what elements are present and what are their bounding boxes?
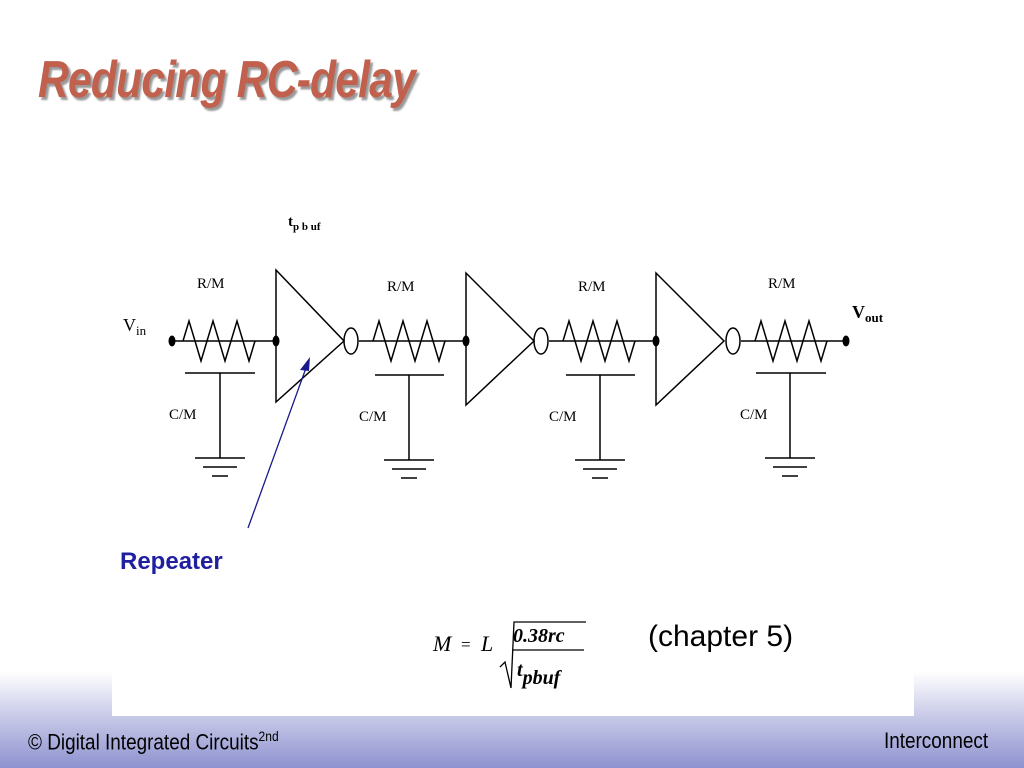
repeater-buffer-1 [275,268,359,404]
node-dots [168,335,850,347]
repeater-label: Repeater [120,548,223,575]
capacitor-ground-2 [375,374,444,479]
formula-numerator: 0.38rc [513,625,565,647]
repeater-arrow [247,357,310,529]
formula-equals: = [461,635,471,654]
resistor-3 [562,318,636,364]
capacitor-ground-4 [756,372,826,477]
repeater-buffer-3 [655,271,741,407]
chapter-note: (chapter 5) [648,620,794,653]
footer-left-sup: 2nd [258,728,279,744]
capacitor-label-2: C/M [359,409,387,425]
slide-title: Reducing RC-delay [38,51,416,109]
formula-denominator: tpbuf [517,659,563,689]
footer-left: © Digital Integrated Circuits2nd [28,728,279,755]
formula-l: L [480,631,493,656]
capacitor-label-1: C/M [169,407,197,423]
repeater-buffer-2 [465,271,549,407]
capacitor-ground-1 [185,372,255,477]
capacitor-label-4: C/M [740,407,768,423]
vin-label: Vin [123,315,147,338]
resistor-label-3: R/M [578,279,606,295]
resistor-1 [182,318,256,364]
vout-label: Vout [852,302,884,325]
footer-right: Interconnect [883,728,988,753]
formula: M = L 0.38rc tpbuf [432,621,586,689]
tpbuf-label: tp b uf [288,214,321,233]
resistor-label-1: R/M [197,276,225,292]
sqrt-sign [499,621,586,689]
resistor-4 [754,318,828,364]
resistor-label-4: R/M [768,276,796,292]
resistor-label-2: R/M [387,279,415,295]
resistor-2 [372,318,446,364]
formula-lhs: M [432,631,453,656]
capacitor-label-3: C/M [549,409,577,425]
footer-left-text: © Digital Integrated Circuits [28,729,259,755]
capacitor-ground-3 [566,374,635,479]
